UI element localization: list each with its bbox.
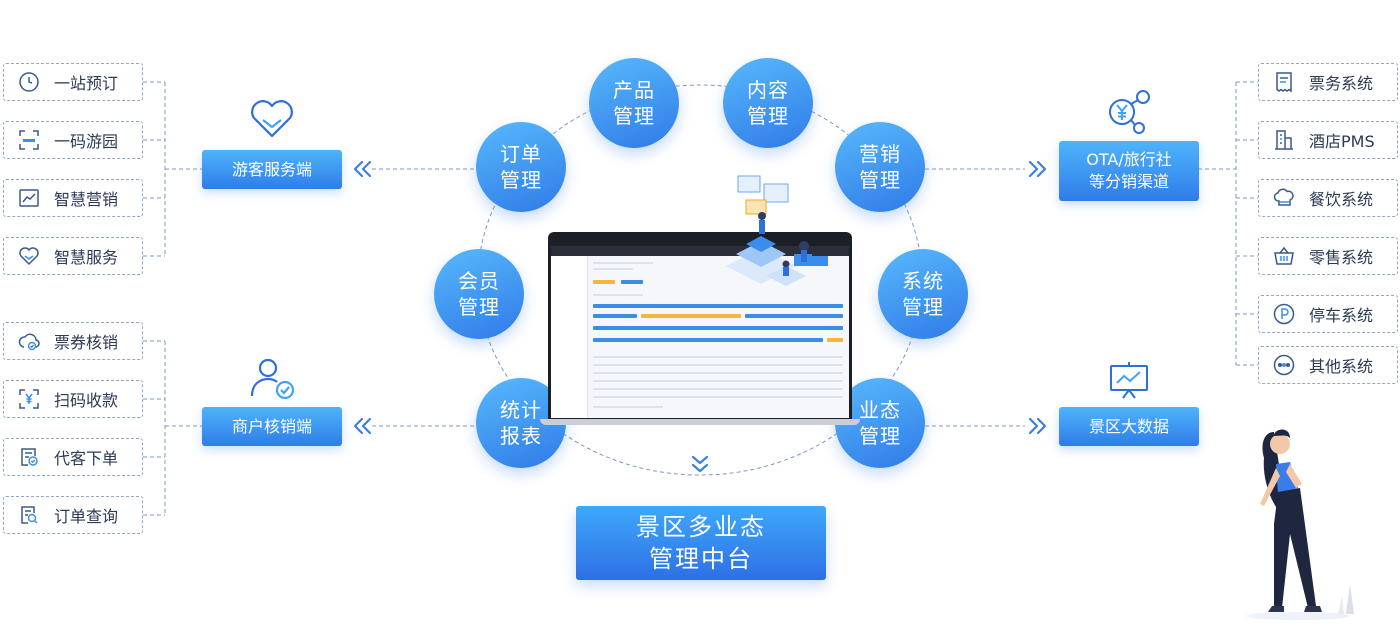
item-label: 票券核销 bbox=[54, 333, 119, 352]
circle-system-management[interactable]: 系统 管理 bbox=[878, 249, 968, 339]
list-item-ticket-verify[interactable]: 票券核销 bbox=[3, 322, 143, 360]
list-item-order-query[interactable]: 订单查询 bbox=[3, 496, 143, 534]
bigdata-label: 景区大数据 bbox=[1088, 416, 1169, 436]
dashboard-preview bbox=[551, 246, 849, 418]
yuan-scan-icon bbox=[16, 386, 42, 412]
scan-code-icon bbox=[16, 127, 42, 153]
circle-line2: 管理 bbox=[500, 168, 542, 192]
ticket-icon bbox=[1271, 69, 1297, 95]
item-label: 酒店PMS bbox=[1309, 132, 1375, 151]
circle-line1: 订单 bbox=[500, 142, 542, 166]
list-item-retail[interactable]: 零售系统 bbox=[1258, 237, 1398, 275]
list-item-booking[interactable]: 一站预订 bbox=[3, 63, 143, 101]
hotel-icon bbox=[1271, 127, 1297, 153]
circle-line2: 管理 bbox=[859, 168, 901, 192]
isometric-people bbox=[766, 256, 828, 286]
list-item-smart-marketing[interactable]: 智慧营销 bbox=[3, 179, 143, 217]
item-label: 一站预订 bbox=[54, 74, 119, 93]
platform-box[interactable]: 景区多业态 管理中台 bbox=[576, 506, 826, 580]
list-item-hotel-pms[interactable]: 酒店PMS bbox=[1258, 121, 1398, 159]
circle-order-management[interactable]: 订单 管理 bbox=[476, 122, 566, 212]
circle-line1: 会员 bbox=[458, 269, 500, 293]
item-label: 一码游园 bbox=[54, 132, 119, 151]
laptop-base bbox=[540, 419, 860, 425]
ota-box[interactable]: OTA/旅行社 等分销渠道 bbox=[1059, 141, 1199, 201]
circle-line2: 管理 bbox=[747, 104, 789, 128]
users-check-icon bbox=[246, 356, 298, 402]
platform-line1: 景区多业态 bbox=[636, 513, 766, 541]
heart-outline-icon bbox=[248, 96, 296, 140]
tourist-terminal-box[interactable]: 游客服务端 bbox=[202, 150, 342, 189]
list-item-parking[interactable]: 停车系统 bbox=[1258, 295, 1398, 333]
more-icon bbox=[1271, 352, 1297, 378]
circle-member-management[interactable]: 会员 管理 bbox=[434, 249, 524, 339]
parking-icon bbox=[1271, 301, 1297, 327]
isometric-illustration bbox=[726, 175, 812, 284]
circle-line2: 管理 bbox=[859, 424, 901, 448]
yuan-network-icon bbox=[1106, 88, 1152, 136]
list-item-catering[interactable]: 餐饮系统 bbox=[1258, 179, 1398, 217]
list-item-proxy-order[interactable]: 代客下单 bbox=[3, 438, 143, 476]
bigdata-box[interactable]: 景区大数据 bbox=[1059, 407, 1199, 446]
platform-line2: 管理中台 bbox=[649, 545, 753, 573]
basket-icon bbox=[1271, 243, 1297, 269]
order-form-icon bbox=[16, 444, 42, 470]
item-label: 其他系统 bbox=[1309, 357, 1374, 376]
tourist-terminal-label: 游客服务端 bbox=[231, 159, 312, 179]
merchant-terminal-box[interactable]: 商户核销端 bbox=[202, 407, 342, 446]
circle-product-management[interactable]: 产品 管理 bbox=[589, 58, 679, 148]
list-item-one-code[interactable]: 一码游园 bbox=[3, 121, 143, 159]
item-label: 餐饮系统 bbox=[1309, 190, 1374, 209]
list-item-ticketing[interactable]: 票务系统 bbox=[1258, 63, 1398, 101]
cloud-check-icon bbox=[16, 328, 42, 354]
circle-line1: 营销 bbox=[859, 142, 901, 166]
woman-illustration bbox=[1246, 429, 1354, 620]
item-label: 扫码收款 bbox=[54, 391, 119, 410]
circle-line1: 业态 bbox=[859, 398, 901, 422]
item-label: 停车系统 bbox=[1309, 306, 1374, 325]
list-item-other[interactable]: 其他系统 bbox=[1258, 346, 1398, 384]
item-label: 零售系统 bbox=[1309, 248, 1374, 267]
circle-line1: 系统 bbox=[902, 269, 944, 293]
circle-line2: 管理 bbox=[902, 295, 944, 319]
item-label: 票务系统 bbox=[1309, 74, 1374, 93]
chef-hat-icon bbox=[1271, 185, 1297, 211]
merchant-terminal-label: 商户核销端 bbox=[231, 416, 312, 436]
item-label: 订单查询 bbox=[54, 507, 119, 526]
ota-line2: 等分销渠道 bbox=[1088, 172, 1169, 191]
circle-line2: 报表 bbox=[500, 424, 542, 448]
circle-content-management[interactable]: 内容 管理 bbox=[723, 58, 813, 148]
circle-line2: 管理 bbox=[613, 104, 655, 128]
order-search-icon bbox=[16, 502, 42, 528]
circle-marketing-management[interactable]: 营销 管理 bbox=[835, 122, 925, 212]
circle-line1: 内容 bbox=[747, 78, 789, 102]
list-item-smart-service[interactable]: 智慧服务 bbox=[3, 237, 143, 275]
item-label: 智慧服务 bbox=[54, 248, 119, 267]
item-label: 智慧营销 bbox=[54, 190, 119, 209]
presentation-chart-icon bbox=[1106, 360, 1152, 400]
clock-icon bbox=[16, 69, 42, 95]
circle-line1: 统计 bbox=[500, 398, 542, 422]
list-item-scan-pay[interactable]: 扫码收款 bbox=[3, 380, 143, 418]
heart-icon bbox=[16, 243, 42, 269]
item-label: 代客下单 bbox=[54, 449, 119, 468]
chart-icon bbox=[16, 185, 42, 211]
circle-line2: 管理 bbox=[458, 295, 500, 319]
circle-line1: 产品 bbox=[613, 78, 655, 102]
ota-line1: OTA/旅行社 bbox=[1086, 150, 1172, 169]
